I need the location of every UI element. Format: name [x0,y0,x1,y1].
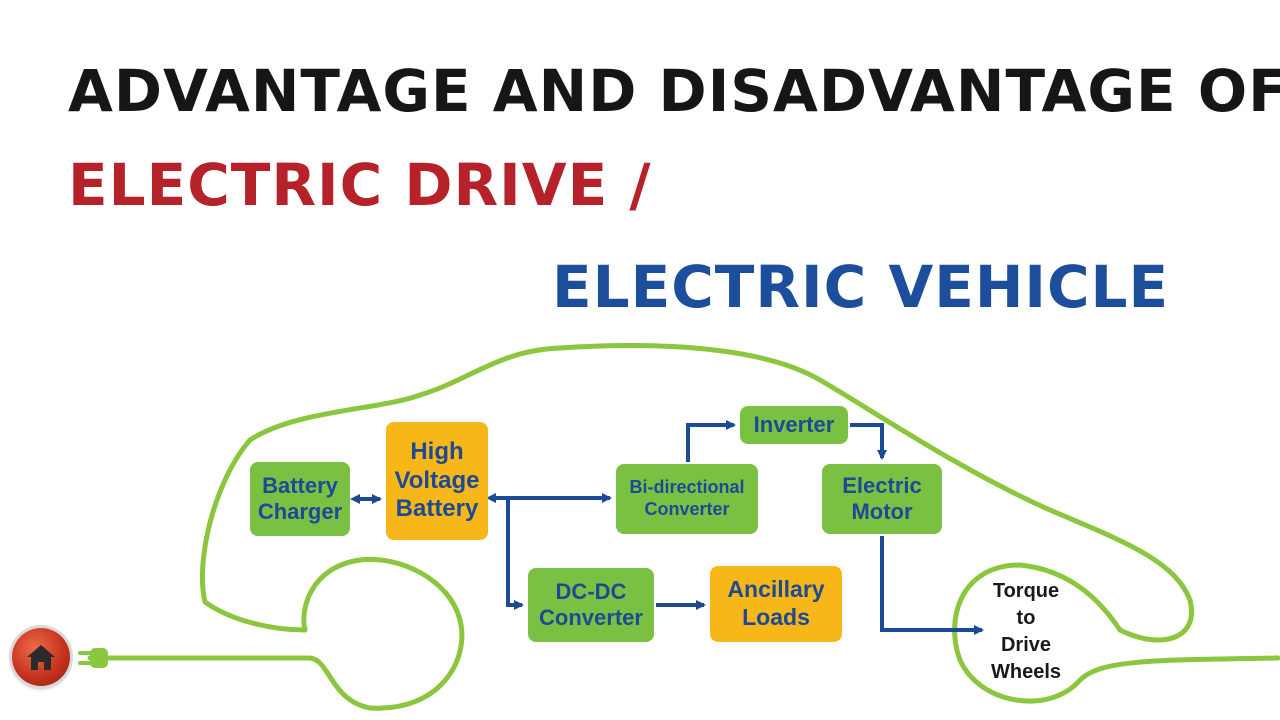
bidirectional-converter-box: Bi-directional Converter [616,464,758,534]
arrow-bidirectional-inverter [686,420,736,462]
dcdc-converter-box: DC-DC Converter [528,568,654,642]
title-line-3: ELECTRIC VEHICLE [552,253,1170,321]
home-icon [27,645,55,670]
title-line-1: ADVANTAGE AND DISADVANTAGE OF [68,57,1280,125]
arrow-inverter-motor [850,423,887,460]
title-line-2: ELECTRIC DRIVE / [68,151,652,219]
car-outline [78,343,1280,711]
arrow-battery-dcdc [506,498,524,610]
car-body-outline [87,343,1280,711]
plug-icon [78,648,108,668]
torque-to-wheels-label: Torque to Drive Wheels [990,580,1062,683]
battery-charger-box: Battery Charger [250,462,350,536]
high-voltage-battery-box: High Voltage Battery [386,422,488,540]
ancillary-loads-box: Ancillary Loads [710,566,842,642]
arrow-motor-torque [880,536,984,635]
flow-arrows [350,420,984,635]
electric-motor-box: Electric Motor [822,464,942,534]
inverter-box: Inverter [740,406,848,444]
home-button[interactable] [12,628,70,686]
